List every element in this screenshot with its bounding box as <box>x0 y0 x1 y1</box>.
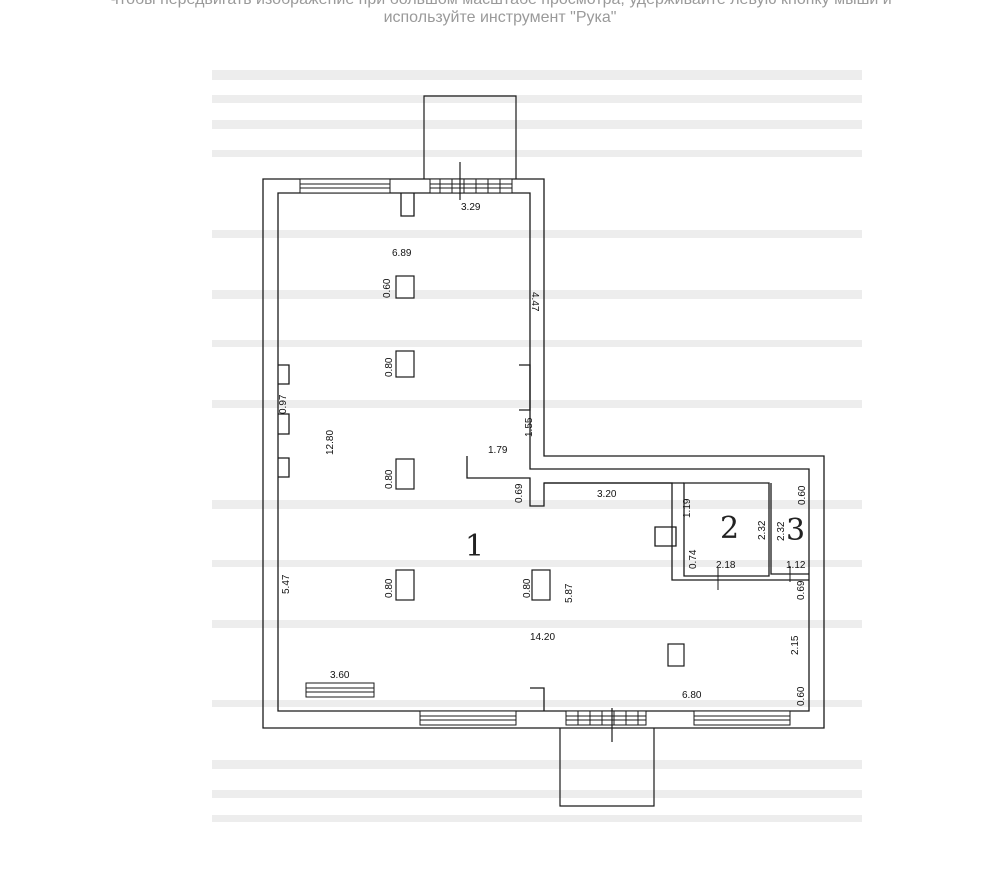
tick-marks <box>717 566 791 590</box>
room-3-label: 3 <box>786 513 805 548</box>
dimension-label: 1.79 <box>488 445 508 456</box>
dimension-label: 0.60 <box>797 485 808 505</box>
dimension-label: 0.60 <box>796 686 807 706</box>
dimension-label: 1.55 <box>524 417 535 437</box>
dimension-label: 0.69 <box>796 580 807 600</box>
watermark-background <box>212 70 862 822</box>
viewer-hint-line-2: используйте инструмент "Рука" <box>383 9 617 26</box>
dimension-labels: 3.29 6.89 0.60 4.47 0.80 0.97 1.55 12.80… <box>278 202 808 706</box>
columns <box>395 275 685 667</box>
windows <box>299 178 791 726</box>
dimension-label: 2.32 <box>776 521 787 541</box>
room-2-label: 2 <box>720 511 739 546</box>
dimension-label: 1.12 <box>786 560 806 571</box>
dimension-label: 3.20 <box>597 489 617 500</box>
dimension-label: 6.89 <box>392 248 412 259</box>
dimension-label: 2.15 <box>790 635 801 655</box>
dimension-label: 14.20 <box>530 632 555 643</box>
dimension-label: 3.60 <box>330 670 350 681</box>
dimension-label: 6.80 <box>682 690 702 701</box>
dimension-label: 5.47 <box>281 574 292 594</box>
walls <box>262 178 825 729</box>
viewer-hint-line-1: Чтобы передвигать изображение при большо… <box>0 0 1000 10</box>
room-1-label: 1 <box>465 529 484 564</box>
dimension-label: 2.32 <box>757 520 768 540</box>
dimension-label: 2.18 <box>716 560 736 571</box>
dimension-label: 0.80 <box>522 578 533 598</box>
dimension-label: 0.74 <box>688 549 699 569</box>
dimension-label: 4.47 <box>529 292 540 312</box>
dimension-label: 12.80 <box>325 430 336 455</box>
dimension-label: 1.19 <box>682 498 693 518</box>
dimension-label: 0.80 <box>384 357 395 377</box>
room-labels: 1 2 3 <box>465 511 805 564</box>
dimension-label: 0.69 <box>514 483 525 503</box>
dimension-label: 3.29 <box>461 202 481 213</box>
dimension-label: 0.80 <box>384 578 395 598</box>
dimension-label: 0.60 <box>382 278 393 298</box>
dimension-label: 5.87 <box>564 583 575 603</box>
dimension-label: 0.80 <box>384 469 395 489</box>
porches <box>423 95 655 807</box>
dimension-label: 0.97 <box>278 394 289 414</box>
